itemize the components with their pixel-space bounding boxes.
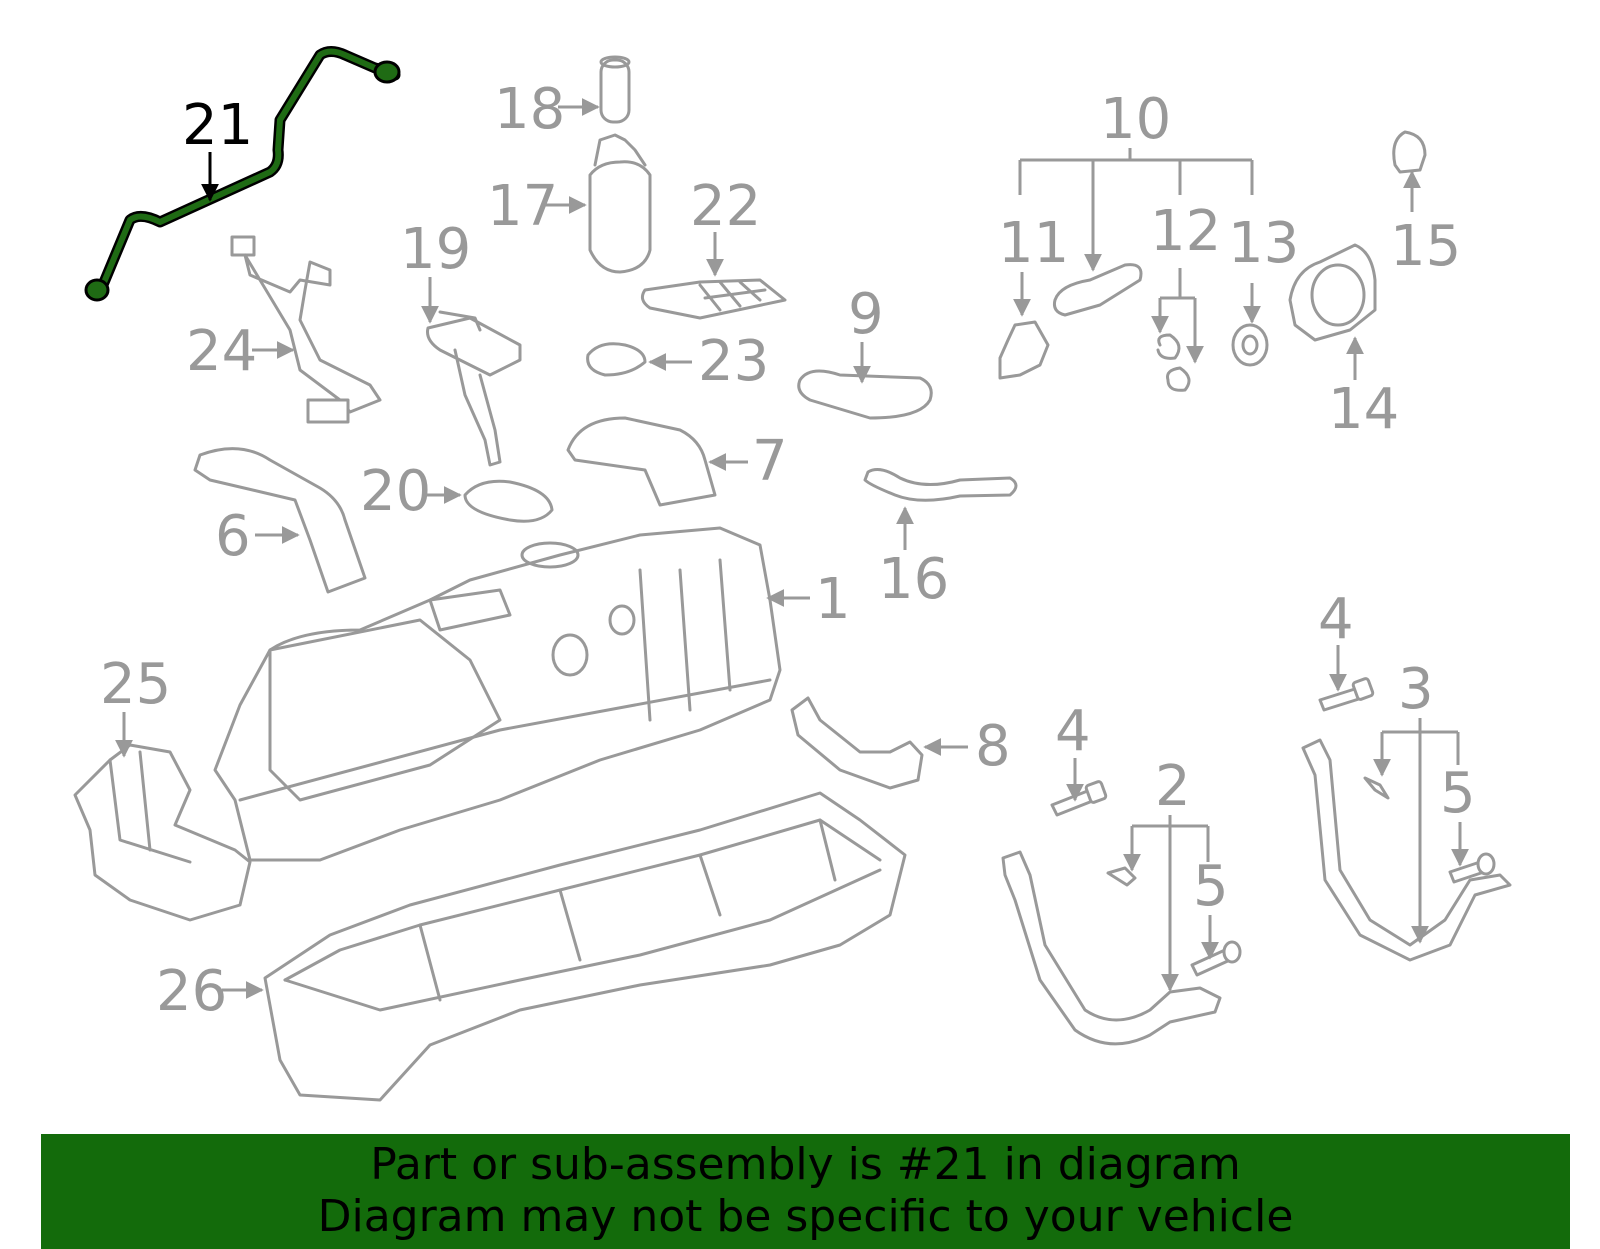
part-20-gasket[interactable] — [463, 479, 554, 523]
label-26: 26 — [156, 959, 227, 1024]
info-banner: Part or sub-assembly is #21 in diagram D… — [41, 1134, 1570, 1249]
part-12-clips[interactable] — [1156, 333, 1191, 392]
label-6: 6 — [215, 504, 251, 569]
label-21: 21 — [182, 93, 253, 158]
label-24: 24 — [186, 319, 257, 384]
label-16: 16 — [878, 547, 949, 612]
label-9: 9 — [848, 282, 884, 347]
label-5-right: 5 — [1440, 761, 1476, 826]
label-5-left: 5 — [1193, 854, 1229, 919]
part-2-strap[interactable] — [1001, 850, 1222, 1046]
label-11: 11 — [998, 211, 1069, 276]
callout-3-bracket — [1373, 718, 1460, 944]
callout-10-bracket — [1018, 148, 1254, 272]
label-4-right: 4 — [1318, 587, 1354, 652]
label-7: 7 — [752, 429, 788, 494]
part-21-vent-tube[interactable] — [84, 46, 401, 302]
part-16-hose[interactable] — [863, 468, 1018, 502]
part-2-clip — [1106, 866, 1137, 887]
part-4-bolt-right[interactable] — [1318, 677, 1375, 712]
banner-line-1: Part or sub-assembly is #21 in diagram — [370, 1139, 1241, 1190]
part-3-strap[interactable] — [1301, 738, 1512, 962]
label-12: 12 — [1150, 199, 1221, 264]
label-19: 19 — [400, 217, 471, 282]
part-7-protector[interactable] — [566, 416, 717, 507]
label-18: 18 — [494, 77, 565, 142]
label-23: 23 — [698, 329, 769, 394]
part-14-filler-housing[interactable] — [1288, 243, 1377, 342]
label-14: 14 — [1328, 377, 1399, 442]
part-13-grommet[interactable] — [1231, 323, 1269, 367]
label-20: 20 — [360, 459, 431, 524]
label-8: 8 — [975, 714, 1011, 779]
part-22-strainer[interactable] — [640, 278, 787, 320]
part-25-protector[interactable] — [73, 743, 252, 922]
part-1-fuel-tank[interactable] — [213, 526, 782, 862]
part-11-clamp[interactable] — [998, 320, 1050, 380]
part-10-hose[interactable] — [1053, 263, 1143, 317]
part-23-retainer[interactable] — [586, 342, 647, 377]
label-1: 1 — [815, 567, 851, 632]
label-15: 15 — [1390, 214, 1461, 279]
part-8-protector[interactable] — [790, 696, 924, 790]
part-9-hose[interactable] — [797, 369, 933, 420]
callout-12-bracket — [1151, 268, 1204, 364]
banner-line-2: Diagram may not be specific to your vehi… — [317, 1191, 1294, 1242]
label-3: 3 — [1398, 657, 1434, 722]
part-15-cap[interactable] — [1392, 130, 1427, 174]
part-5-bolt-left[interactable] — [1190, 940, 1242, 977]
part-5-bolt-right[interactable] — [1448, 852, 1496, 884]
label-10: 10 — [1100, 87, 1171, 152]
part-17-fuel-pump[interactable] — [588, 133, 652, 274]
part-24-bracket[interactable] — [230, 235, 382, 424]
part-26-skid-plate[interactable] — [263, 791, 907, 1102]
label-25: 25 — [100, 652, 171, 717]
part-19-sender-unit[interactable] — [426, 310, 522, 467]
part-4-bolt-left[interactable] — [1050, 780, 1108, 817]
label-22: 22 — [690, 174, 761, 239]
label-13: 13 — [1228, 211, 1299, 276]
part-6-protector[interactable] — [193, 447, 367, 594]
label-2: 2 — [1155, 754, 1191, 819]
label-4-left: 4 — [1055, 699, 1091, 764]
part-18-filter[interactable] — [599, 55, 631, 124]
callout-2-bracket — [1123, 815, 1210, 992]
part-3-clip — [1363, 776, 1390, 800]
